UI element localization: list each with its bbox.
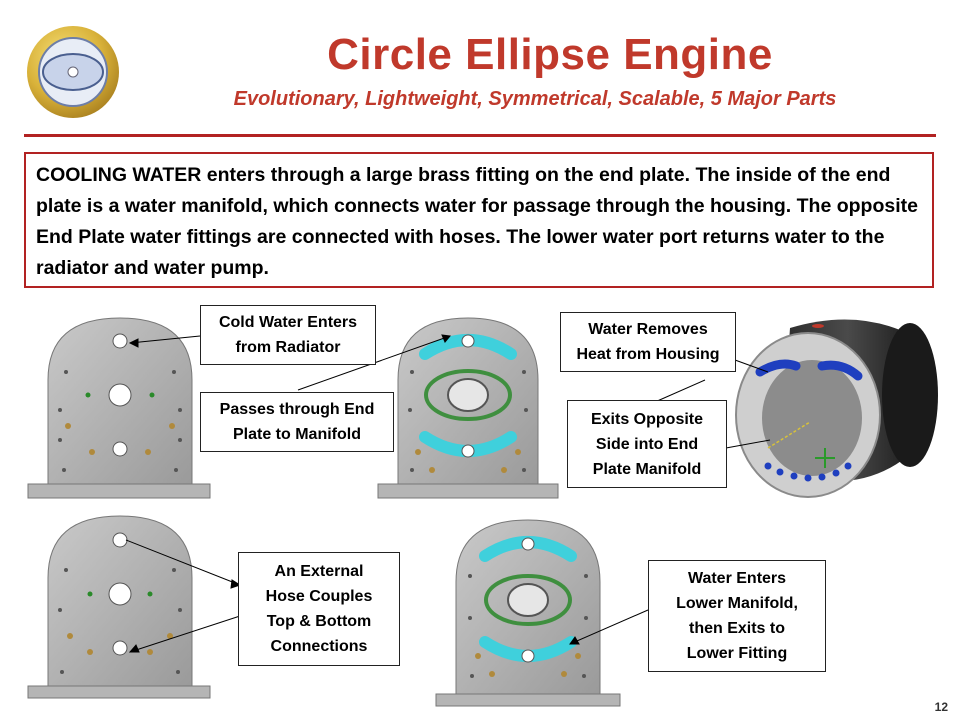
- callout-exits-opposite-text: Exits Opposite Side into End Plate Manif…: [590, 410, 704, 478]
- callout-exits-opposite: Exits Opposite Side into End Plate Manif…: [567, 400, 727, 488]
- callout-enters-lower-text: Water Enters Lower Manifold, then Exits …: [676, 570, 798, 662]
- engine-logo: [27, 26, 119, 118]
- callout-external-hose: An External Hose Couples Top & Bottom Co…: [238, 552, 400, 666]
- intro-text-box: COOLING WATER enters through a large bra…: [24, 152, 934, 288]
- callout-enters-lower: Water Enters Lower Manifold, then Exits …: [648, 560, 826, 672]
- callout-passes-through: Passes through End Plate to Manifold: [200, 392, 394, 452]
- page-title: Circle Ellipse Engine: [327, 30, 773, 79]
- end-plate-top-left: [27, 317, 211, 499]
- callout-removes-heat-text: Water Removes Heat from Housing: [576, 321, 720, 363]
- page-subtitle: Evolutionary, Lightweight, Symmetrical, …: [233, 88, 837, 110]
- callout-cold-water-text: Cold Water Enters from Radiator: [218, 314, 358, 356]
- end-plate-bottom-middle: [435, 519, 621, 707]
- page-number: 12: [934, 700, 948, 714]
- end-plate-bottom-left: [27, 515, 211, 699]
- engine-housing: [735, 319, 938, 498]
- callout-external-hose-text: An External Hose Couples Top & Bottom Co…: [265, 563, 373, 655]
- callout-removes-heat: Water Removes Heat from Housing: [560, 312, 736, 372]
- callout-passes-through-text: Passes through End Plate to Manifold: [219, 401, 375, 443]
- title-divider: [24, 134, 936, 137]
- leader-lines: [125, 334, 771, 653]
- end-plate-top-middle: [377, 317, 559, 499]
- callout-cold-water: Cold Water Enters from Radiator: [200, 305, 376, 365]
